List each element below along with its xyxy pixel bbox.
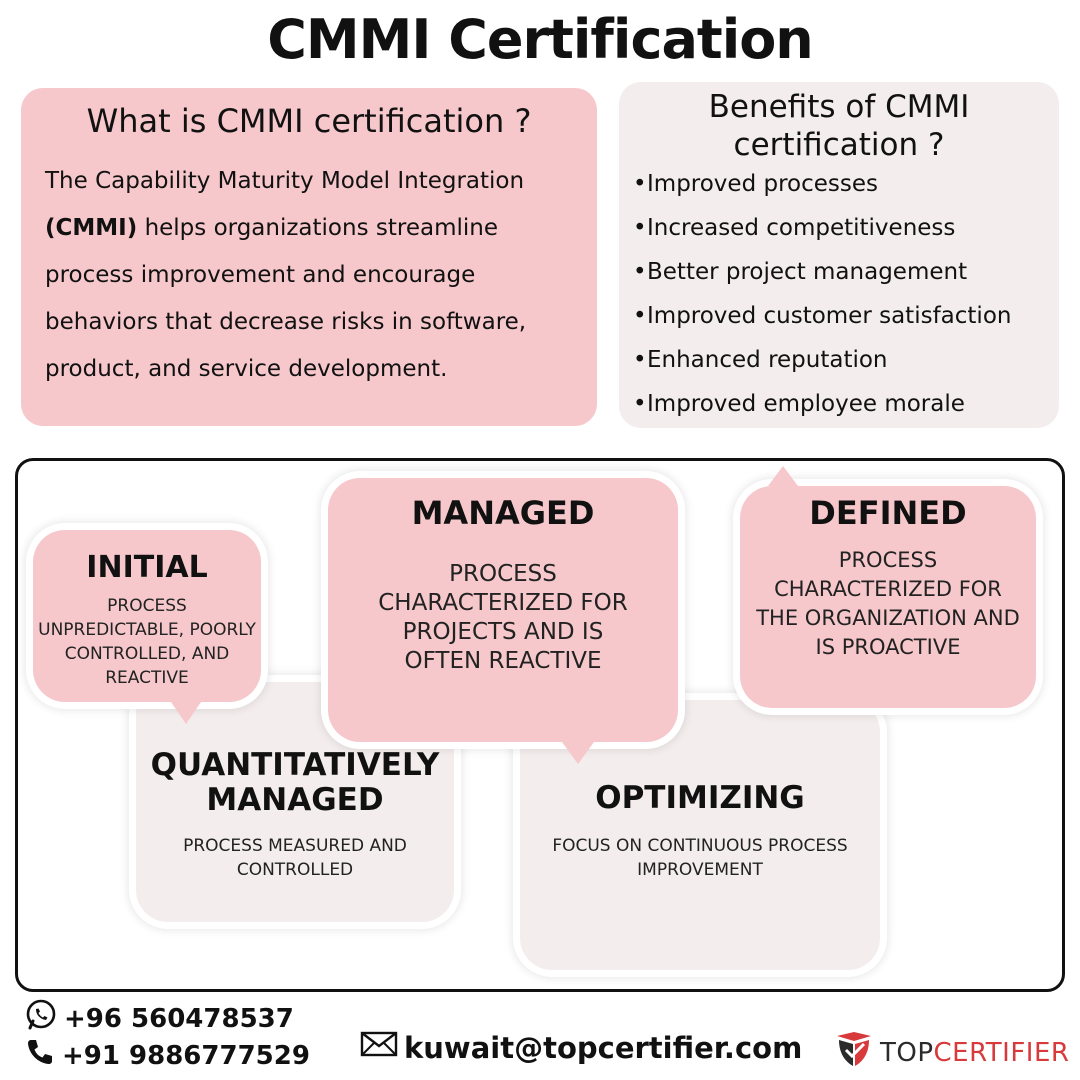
level-managed: MANAGED PROCESS CHARACTERIZED FOR PROJEC… xyxy=(328,478,678,764)
list-item: •Enhanced reputation xyxy=(633,347,888,373)
level-description: PROCESS UNPREDICTABLE, POORLY CONTROLLED… xyxy=(38,596,256,688)
whatsapp-icon xyxy=(24,998,64,1039)
level-title: QUANTITATIVELY MANAGED xyxy=(150,747,440,818)
whatsapp-contact[interactable]: +96 560478537 xyxy=(24,998,310,1039)
level-description: FOCUS ON CONTINUOUS PROCESS IMPROVEMENT xyxy=(552,836,848,880)
what-is-card: What is CMMI certification ? The Capabil… xyxy=(21,88,597,426)
level-title: DEFINED xyxy=(809,494,967,532)
level-description: PROCESS CHARACTERIZED FOR THE ORGANIZATI… xyxy=(756,548,1020,659)
what-is-heading: What is CMMI certification ? xyxy=(86,102,532,140)
phone-number-2: +91 9886777529 xyxy=(62,1040,310,1071)
benefits-heading: Benefits of CMMI certification ? xyxy=(708,89,970,163)
shield-logo xyxy=(834,1030,874,1075)
brand-name-top: TOP xyxy=(880,1037,934,1068)
page-title: CMMI Certification xyxy=(267,8,814,71)
what-is-bold: (CMMI) xyxy=(45,215,138,241)
level-initial: INITIAL PROCESS UNPREDICTABLE, POORLY CO… xyxy=(33,530,261,724)
what-is-rest: helps organizations streamline process i… xyxy=(45,215,527,382)
list-item: •Improved customer satisfaction xyxy=(633,303,1012,329)
level-title: OPTIMIZING xyxy=(595,780,805,816)
list-item: •Improved employee morale xyxy=(633,391,965,417)
email-contact[interactable]: kuwait@topcertifier.com xyxy=(360,1030,802,1065)
level-description: PROCESS MEASURED AND CONTROLLED xyxy=(183,836,407,880)
list-item: •Improved processes xyxy=(633,171,878,197)
what-is-description: The Capability Maturity Model Integratio… xyxy=(45,158,575,393)
what-is-intro: The Capability Maturity Model Integratio… xyxy=(45,168,525,194)
level-defined: DEFINED PROCESS CHARACTERIZED FOR THE OR… xyxy=(740,466,1036,708)
benefits-card: Benefits of CMMI certification ? •Improv… xyxy=(619,82,1059,428)
level-title: MANAGED xyxy=(411,494,595,532)
contact-phones: +96 560478537 +91 9886777529 xyxy=(24,998,310,1074)
level-title: INITIAL xyxy=(86,550,208,585)
phone-number-1: +96 560478537 xyxy=(64,1003,294,1034)
brand-name-certifier: CERTIFIER xyxy=(933,1037,1070,1068)
mail-icon xyxy=(360,1030,404,1065)
phone-contact[interactable]: +91 9886777529 xyxy=(24,1037,310,1074)
level-description: PROCESS CHARACTERIZED FOR PROJECTS AND I… xyxy=(378,561,628,674)
phone-icon xyxy=(24,1036,62,1075)
benefits-list: •Improved processes •Increased competiti… xyxy=(633,164,1011,428)
list-item: •Increased competitiveness xyxy=(633,215,956,241)
email-address: kuwait@topcertifier.com xyxy=(404,1030,803,1065)
list-item: •Better project management xyxy=(633,259,968,285)
